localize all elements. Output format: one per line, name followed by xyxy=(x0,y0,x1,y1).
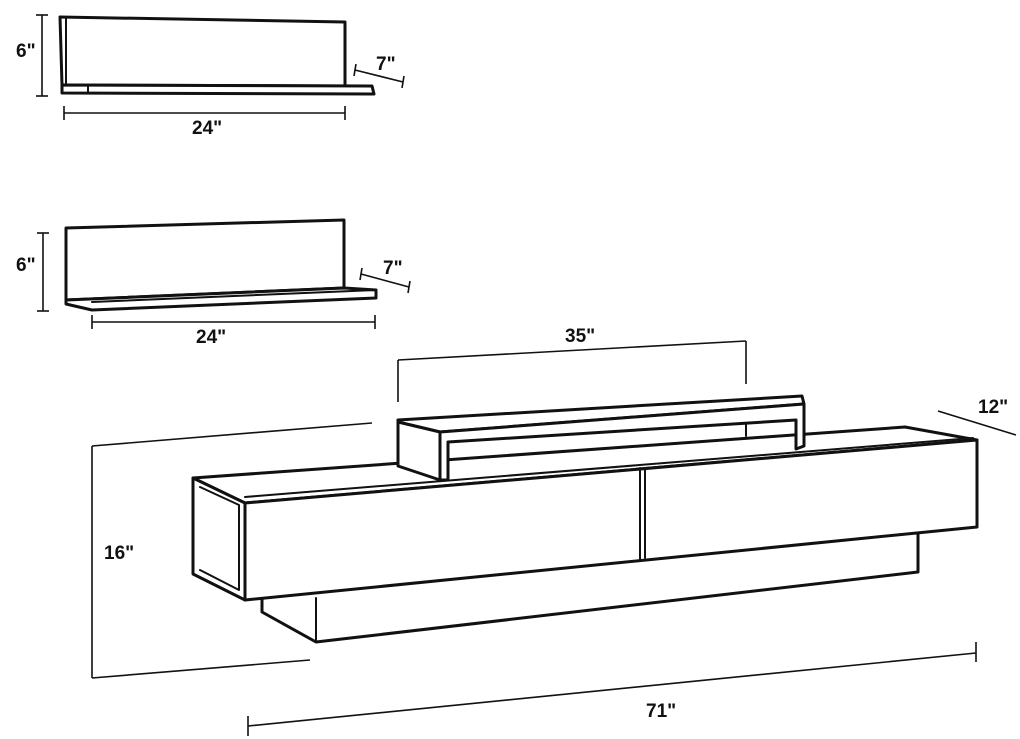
tv-depth-label: 12" xyxy=(978,397,1008,418)
tv-top-width-label: 35" xyxy=(565,326,595,347)
shelf-top-width-dimension xyxy=(63,106,346,120)
shelf-top-height-label: 6" xyxy=(16,41,36,62)
shelf-middle-depth-dimension xyxy=(359,267,411,294)
tv-unit xyxy=(191,425,979,644)
tv-height-label: 16" xyxy=(104,543,134,564)
wall-shelf-top xyxy=(58,15,376,96)
shelf-middle-height-dimension xyxy=(37,232,49,312)
shelf-middle-width-dimension xyxy=(91,315,376,329)
shelf-top-depth-dimension xyxy=(353,63,405,89)
shelf-top-width-label: 24" xyxy=(192,118,222,139)
wall-shelf-middle xyxy=(64,218,378,312)
shelf-middle-depth-label: 7" xyxy=(383,258,403,279)
tv-depth-dimension xyxy=(937,410,1017,436)
tv-unit-top-shelf xyxy=(396,394,806,482)
shelf-middle-height-label: 6" xyxy=(16,255,36,276)
tv-width-dimension xyxy=(247,642,977,736)
tv-top-width-dimension xyxy=(397,340,747,402)
shelf-top-height-dimension xyxy=(36,14,48,97)
tv-width-label: 71" xyxy=(646,701,676,722)
shelf-middle-width-label: 24" xyxy=(196,327,226,348)
tv-height-dimension xyxy=(91,422,373,679)
shelf-top-depth-label: 7" xyxy=(376,54,396,75)
